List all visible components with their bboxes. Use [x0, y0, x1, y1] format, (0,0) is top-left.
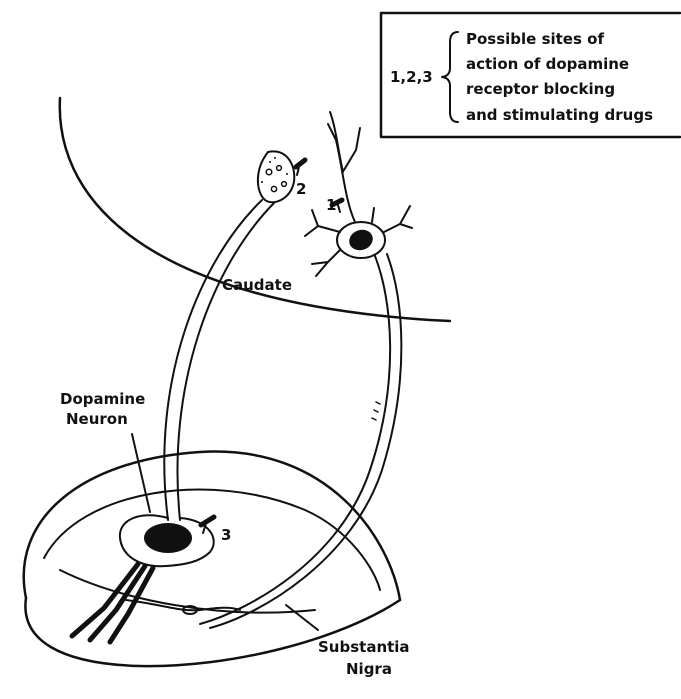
- substantia-nigra-label-2: Nigra: [346, 660, 392, 678]
- legend-line-2: action of dopamine: [466, 55, 629, 73]
- site-3-label: 3: [221, 526, 231, 544]
- dopamine-neuron-leader: [132, 434, 150, 512]
- legend-box: 1,2,3 Possible sites of action of dopami…: [381, 13, 680, 137]
- legend-sites: 1,2,3: [390, 68, 433, 86]
- dopamine-terminal: 2: [258, 151, 307, 202]
- legend-line-3: receptor blocking: [466, 80, 615, 98]
- synaptic-vesicles: [261, 157, 288, 192]
- site-2-label: 2: [296, 180, 306, 198]
- caudate-neuron-nucleus: [346, 226, 375, 253]
- substantia-nigra-leader: [286, 605, 318, 630]
- legend-line-1: Possible sites of: [466, 30, 604, 48]
- caudate-efferent-1: [200, 256, 390, 624]
- caudate-region: Caudate: [60, 98, 450, 321]
- dopamine-neuron-label-2: Neuron: [66, 410, 128, 428]
- dopamine-neuron-label-1: Dopamine: [60, 390, 145, 408]
- substantia-nigra-label-1: Substantia: [318, 638, 410, 656]
- dopamine-axon: [164, 200, 274, 520]
- dopamine-neuron-nucleus: [144, 523, 192, 553]
- legend-line-4: and stimulating drugs: [466, 106, 653, 124]
- presynaptic-bouton: [258, 151, 294, 202]
- nigra-top-outline: [24, 452, 400, 600]
- substantia-nigra-region: [24, 452, 400, 667]
- site-1-label: 1: [326, 196, 336, 214]
- legend-brace: [442, 32, 458, 122]
- caudate-label: Caudate: [222, 276, 292, 294]
